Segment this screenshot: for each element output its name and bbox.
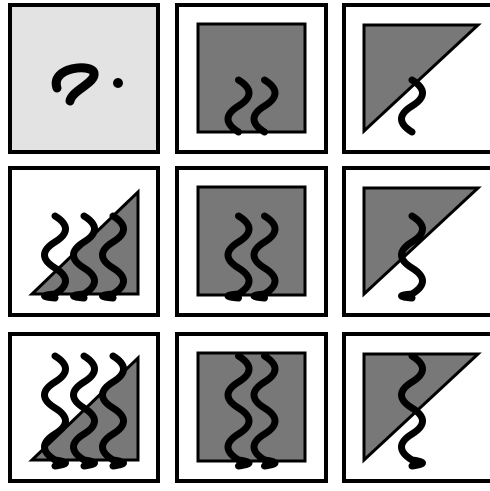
cell-r1-c2 xyxy=(177,5,326,152)
cell-r2-c2 xyxy=(177,168,326,315)
cell-r3-c1 xyxy=(10,334,158,481)
unknown-cell-frame xyxy=(10,5,158,152)
cell-r1-c1[interactable] xyxy=(10,5,158,152)
cell-r3-c3 xyxy=(344,334,490,481)
cell-r3-c2 xyxy=(177,334,326,481)
question-mark-dot xyxy=(113,78,123,88)
cell-r1-c3 xyxy=(344,5,490,152)
cell-r2-c3 xyxy=(344,168,490,315)
cell-r2-c1 xyxy=(10,168,158,315)
